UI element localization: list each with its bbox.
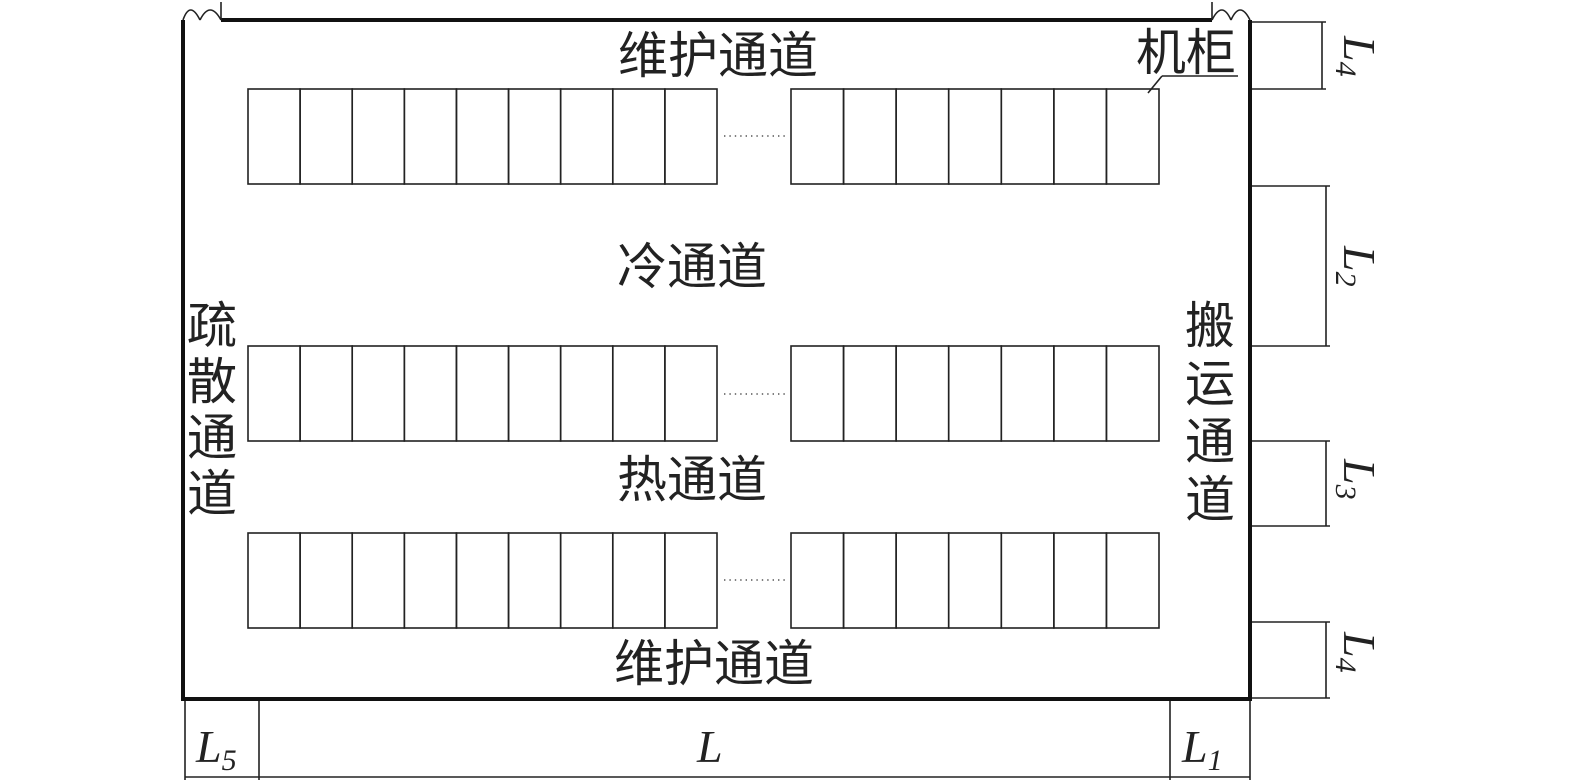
cabinet-cell	[947, 345, 1003, 442]
hot-aisle-label: 热通道	[617, 451, 767, 509]
cabinet-cell	[1105, 345, 1160, 442]
cabinet-cell	[664, 88, 718, 185]
cabinet-cell	[1053, 532, 1108, 629]
door-right-arc-1	[1211, 9, 1232, 21]
cabinet-cell	[507, 345, 562, 442]
cabinet-cell	[299, 532, 354, 629]
cabinet-cell	[351, 532, 406, 629]
dim-label-l1: L1	[1181, 721, 1223, 777]
cabinet-cell	[1000, 88, 1055, 185]
right-dimension-lines	[1252, 21, 1330, 699]
cabinet-cell	[611, 345, 666, 442]
cabinet-cell	[611, 532, 666, 629]
bottom-dimension-lines	[184, 701, 1251, 780]
cabinet-cell	[790, 88, 845, 185]
continuation-dots	[724, 135, 786, 581]
rack-row-2	[247, 345, 1160, 442]
cabinet-cell	[507, 532, 562, 629]
rack-row-3	[247, 532, 1160, 629]
cabinet-cell	[611, 88, 666, 185]
dim-label-l4-bottom: L4	[1329, 631, 1385, 673]
cabinet-cell	[895, 345, 950, 442]
cabinet-cell	[299, 345, 354, 442]
rack-row-1	[247, 88, 1160, 185]
cabinet-cell	[559, 345, 614, 442]
cabinet-cell	[842, 345, 897, 442]
maintenance-aisle-top-label: 维护通道	[618, 27, 818, 85]
cabinet-cell	[403, 88, 458, 185]
cabinet-leader-line	[1147, 75, 1163, 94]
dim-label-l3: L3	[1329, 458, 1385, 500]
cabinet-cell	[455, 88, 510, 185]
cabinet-cell	[559, 532, 614, 629]
transport-aisle-label: 搬运通道	[1185, 297, 1235, 529]
cabinet-cell	[895, 88, 950, 185]
cabinet-cell	[247, 345, 301, 442]
cabinet-cell	[842, 532, 897, 629]
cabinet-cell	[1053, 345, 1108, 442]
cabinet-cell	[247, 88, 301, 185]
cabinet-cell	[403, 345, 458, 442]
cabinet-cell	[455, 532, 510, 629]
cabinet-cell	[895, 532, 950, 629]
cabinet-cell	[1053, 88, 1108, 185]
cabinet-cell	[1105, 88, 1160, 185]
cabinet-cell	[947, 532, 1003, 629]
cabinet-cell	[247, 532, 301, 629]
cabinet-cell	[664, 532, 718, 629]
cabinet-cell	[664, 345, 718, 442]
cabinet-cell	[790, 532, 845, 629]
door-left-arc-1	[182, 9, 201, 21]
cabinet-label: 机柜	[1136, 24, 1236, 82]
cabinet-cell	[455, 345, 510, 442]
cabinet-cell	[842, 88, 897, 185]
cabinet-cell	[790, 345, 845, 442]
cabinet-cell	[1000, 345, 1055, 442]
cabinet-cell	[351, 345, 406, 442]
door-right-arc-2	[1230, 9, 1251, 21]
door-left-arc-2	[199, 9, 222, 21]
dim-label-l4-top: L4	[1329, 35, 1385, 77]
cabinet-cell	[507, 88, 562, 185]
dim-label-l5: L5	[195, 721, 237, 777]
cabinet-cell	[947, 88, 1003, 185]
cabinet-cell	[299, 88, 354, 185]
cabinet-cell	[1105, 532, 1160, 629]
room-outline	[181, 2, 1252, 701]
dim-label-l2: L2	[1329, 245, 1385, 287]
evacuation-aisle-label: 疏散通道	[187, 297, 237, 523]
cold-aisle-label: 冷通道	[617, 238, 767, 296]
rack-rows	[247, 88, 1160, 629]
maintenance-aisle-bottom-label: 维护通道	[614, 635, 814, 693]
cabinet-cell	[351, 88, 406, 185]
cabinet-cell	[559, 88, 614, 185]
cabinet-cell	[403, 532, 458, 629]
dim-label-l: L	[696, 721, 723, 772]
cabinet-cell	[1000, 532, 1055, 629]
